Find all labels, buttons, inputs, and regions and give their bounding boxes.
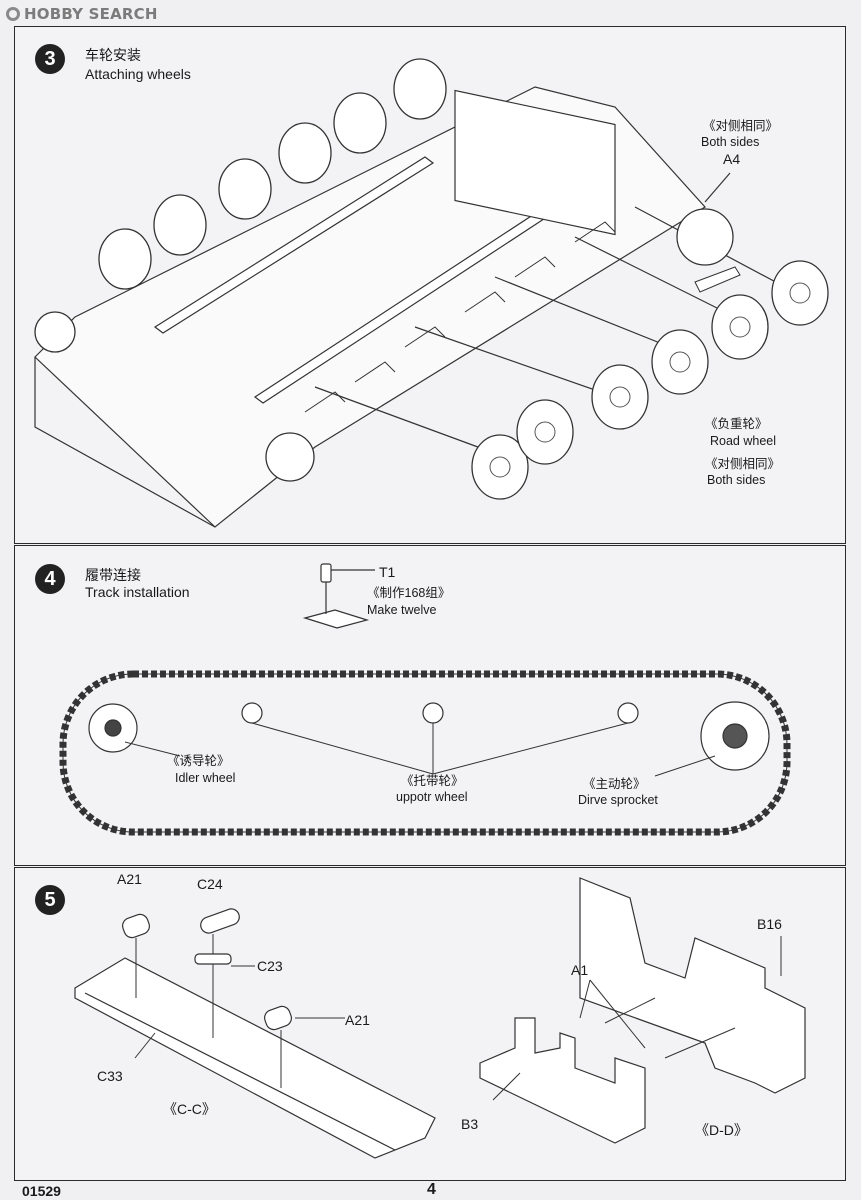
idler-wheel (34, 311, 76, 353)
leader-line (314, 386, 506, 458)
drive-sprocket-en-label: Dirve sprocket (578, 793, 658, 807)
make-twelve-en-label: Make twelve (367, 603, 437, 617)
leader-line (414, 326, 616, 398)
seat-frame-b3 (479, 1017, 646, 1144)
hobbysearch-logo-icon (6, 7, 20, 21)
part-a4-label: A4 (723, 151, 741, 167)
view-dd-label: 《D-D》 (695, 1122, 748, 1138)
part-c23-label: C23 (257, 958, 283, 974)
view-cc-label: 《C-C》 (163, 1101, 216, 1117)
road-wheel (771, 260, 829, 326)
both-sides-en-label: Both sides (707, 473, 766, 487)
torsion-slot (153, 156, 435, 334)
part-t1-label: T1 (379, 564, 396, 580)
suspension-arm (514, 256, 556, 278)
page-number: 4 (427, 1181, 436, 1198)
road-wheel (711, 294, 769, 360)
make-twelve-cn-label: 《制作168组》 (367, 586, 451, 600)
part-a21-label: A21 (117, 871, 142, 887)
suspension-arm (304, 391, 346, 413)
part-c24-label: C24 (197, 876, 223, 892)
bulkhead-b16 (579, 877, 806, 1094)
road-wheel-en-label: Road wheel (710, 434, 777, 448)
step-title-cn: 车轮安装 (85, 47, 141, 63)
drive-sprocket (265, 432, 315, 482)
suspension-arm (574, 221, 616, 243)
both-sides-cn-label: 《对侧相同》 (705, 457, 781, 471)
track-loop (59, 670, 791, 836)
suspension-arm (354, 361, 396, 383)
part-c23-bracket (194, 953, 232, 965)
part-a1-label: A1 (571, 962, 589, 978)
support-wheel-cn-label: 《托带轮》 (401, 774, 464, 788)
part-a4-drawing (694, 266, 741, 293)
part-b16-label: B16 (757, 916, 782, 932)
road-wheel (393, 58, 447, 120)
part-a21-label: A21 (345, 1012, 370, 1028)
watermark-text: HOBBY SEARCH (24, 5, 158, 23)
step-4-drawing (59, 563, 791, 836)
part-b3-label: B3 (461, 1116, 479, 1132)
support-roller (422, 702, 444, 724)
step-3-drawing (34, 58, 829, 528)
step-5-drawing (74, 877, 806, 1159)
part-a21-cylinder (264, 1005, 292, 1031)
step-4-panel: 4 履带连接 Track installation T1 《制作168组》 Ma… (14, 545, 846, 866)
step-5-panel: 5 A21 C24 C23 A21 C33 《C-C》 A1 B16 B3 《D… (14, 867, 846, 1181)
track-link-assembly (302, 609, 370, 629)
hull-side-edge (34, 357, 216, 528)
road-wheel (218, 158, 272, 220)
both-sides-en-label: Both sides (701, 135, 760, 149)
road-wheel (591, 364, 649, 430)
part-a21-cylinder (122, 913, 150, 939)
road-wheel-cn-label: 《负重轮》 (705, 417, 768, 431)
suspension-arm (404, 326, 446, 348)
support-wheel-en-label: uppotr wheel (396, 790, 468, 804)
drive-sprocket-rear (676, 208, 734, 266)
road-wheel (98, 228, 152, 290)
floor-plate-c33 (74, 957, 436, 1159)
road-wheel (333, 92, 387, 154)
rear-plate (454, 89, 616, 236)
road-wheel (471, 434, 529, 500)
idler-wheel-cn-label: 《诱导轮》 (167, 754, 230, 768)
step-number-badge: 3 (35, 44, 65, 74)
track-link-t1 (320, 563, 332, 583)
support-roller (617, 702, 639, 724)
watermark: HOBBY SEARCH (6, 4, 158, 24)
idler-wheel-en-label: Idler wheel (175, 771, 236, 785)
drive-sprocket-cn-label: 《主动轮》 (583, 777, 646, 791)
step-number-badge: 5 (35, 885, 65, 915)
step-title-en: Track installation (85, 584, 190, 600)
support-roller (241, 702, 263, 724)
road-wheel (153, 194, 207, 256)
step-number-badge: 4 (35, 564, 65, 594)
road-wheel (278, 122, 332, 184)
leader-line (704, 172, 731, 203)
road-wheel (651, 329, 709, 395)
part-c24-tank (200, 908, 240, 934)
road-wheel (516, 399, 574, 465)
step-title-cn: 履带连接 (85, 567, 141, 583)
product-code: 01529 (22, 1183, 61, 1199)
part-c33-label: C33 (97, 1068, 123, 1084)
step-title-en: Attaching wheels (85, 66, 191, 82)
step-3-panel: 3 车轮安装 Attaching wheels 《对侧相同》 Both side… (14, 26, 846, 544)
both-sides-cn-label: 《对侧相同》 (703, 119, 779, 133)
suspension-arm (464, 291, 506, 313)
